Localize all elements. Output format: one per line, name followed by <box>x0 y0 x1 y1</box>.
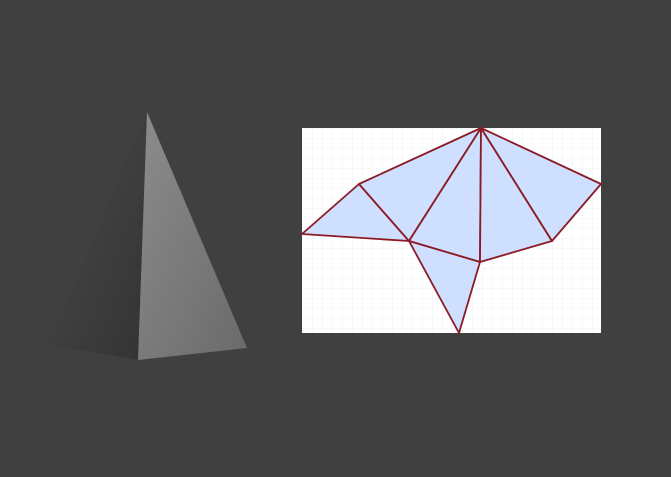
pyramid-3d <box>48 112 247 360</box>
pyramid-right-face <box>138 112 247 360</box>
pyramid-left-face <box>48 112 147 360</box>
net-faces <box>301 127 602 334</box>
net-panel <box>301 127 602 334</box>
net-face-6 <box>408 240 481 334</box>
net-face-5 <box>480 127 602 242</box>
